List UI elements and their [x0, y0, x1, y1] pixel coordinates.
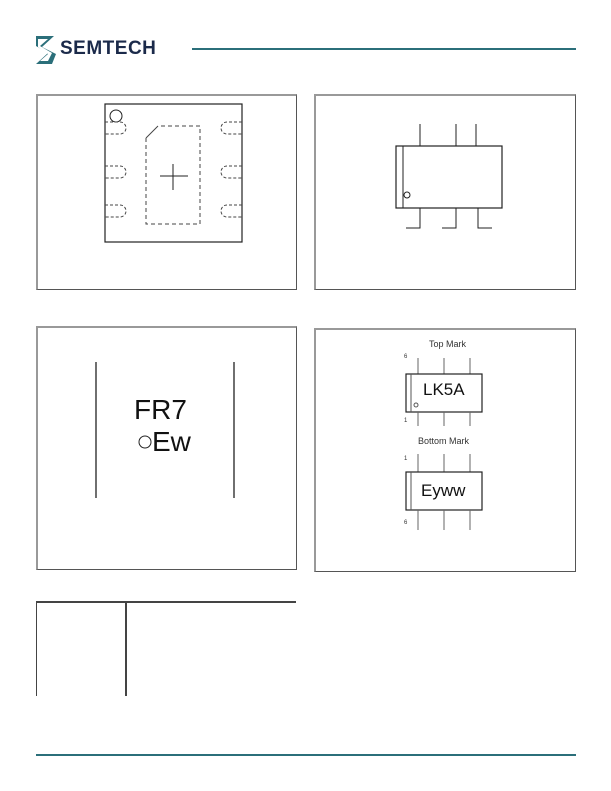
pin-label-1-top: 1	[404, 418, 408, 424]
qfn-outline-drawing	[104, 103, 243, 243]
footer-rule	[36, 754, 576, 756]
top-mark-label: Top Mark	[429, 339, 467, 349]
sot-outline-drawing	[395, 124, 503, 229]
info-table	[36, 601, 296, 696]
semtech-logo-icon	[36, 36, 56, 64]
table-column-divider	[125, 601, 127, 696]
sot-outline-panel	[314, 94, 576, 290]
marking-line-1: FR7	[134, 394, 187, 425]
pin-label-1-bottom: 1	[404, 456, 408, 462]
table-top-rule	[36, 601, 296, 603]
pin1-dot-icon	[138, 435, 152, 449]
pin-label-6-top: 6	[404, 354, 408, 360]
qfn-marking-panel: FR7 Ew	[36, 326, 297, 570]
qfn-outline-panel	[36, 94, 297, 290]
marking-line-2: Ew	[152, 426, 191, 457]
table-left-rule	[36, 601, 37, 696]
header-rule	[192, 48, 576, 50]
semtech-logo: SEMTECH	[34, 34, 184, 66]
qfn-marking-frame	[95, 362, 235, 498]
sot-marking-panel: Top Mark LK5A 6 1 Bottom Mark Eyww 1 6	[314, 328, 576, 572]
top-mark-code: LK5A	[423, 380, 465, 399]
sot-marking-drawing	[405, 358, 483, 530]
bottom-mark-code: Eyww	[421, 481, 466, 500]
pin-label-6-bottom: 6	[404, 520, 408, 526]
brand-name: SEMTECH	[60, 38, 157, 59]
bottom-mark-label: Bottom Mark	[418, 436, 470, 446]
